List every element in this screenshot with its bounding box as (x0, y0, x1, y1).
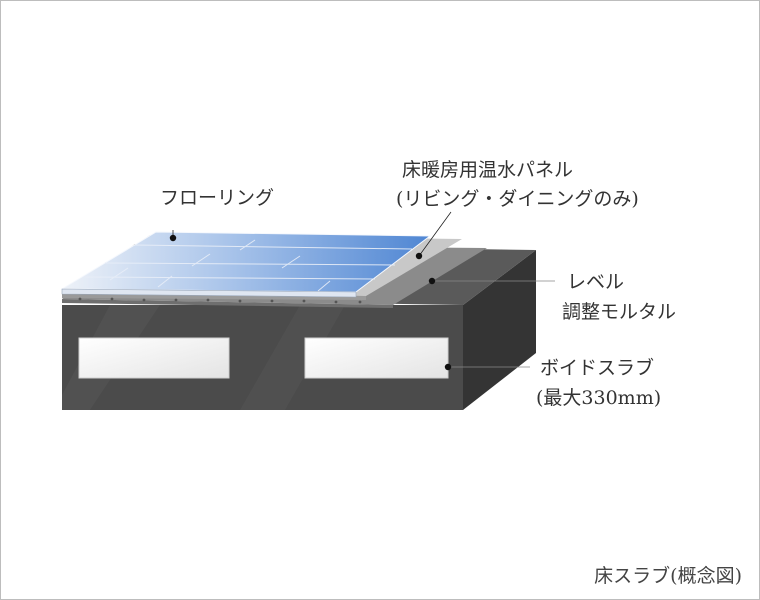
label-slab-2: (最大330mm) (536, 387, 661, 409)
slab-front-reflection (240, 305, 345, 410)
edge-dots (78, 297, 362, 304)
leader-slab (444, 363, 530, 371)
label-slab-1: ボイドスラブ (540, 356, 654, 379)
leader-heating-panel (415, 211, 452, 260)
label-heating-panel-1: 床暖房用温水パネル (402, 159, 573, 181)
label-mortar-1: レベル (567, 271, 624, 293)
void-window-left (78, 337, 230, 379)
flooring-front-edge (61, 288, 357, 298)
slab-side-face (463, 250, 536, 410)
leader-mortar (428, 277, 555, 285)
label-flooring: フローリング (160, 187, 274, 209)
label-mortar-2: 調整モルタル (562, 301, 676, 323)
leveling-mortar-front (62, 299, 393, 308)
figure-caption: 床スラブ(概念図) (594, 564, 742, 587)
label-heating-panel-2: (リビング・ダイニングのみ) (396, 188, 639, 210)
leader-flooring (169, 230, 177, 242)
flooring-seams (83, 239, 413, 292)
void-window-right (304, 337, 449, 379)
